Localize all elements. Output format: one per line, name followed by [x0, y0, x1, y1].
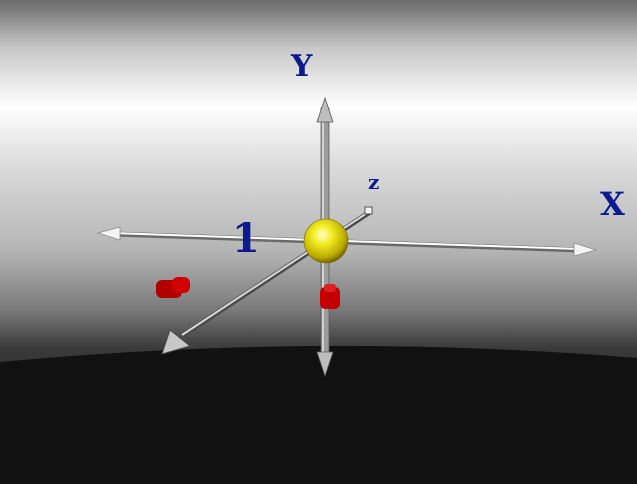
- y-axis-arrow-down: [316, 351, 334, 378]
- annotation-label: 1: [232, 215, 260, 262]
- z-axis-label: z: [368, 170, 379, 194]
- origin-sphere[interactable]: [303, 218, 349, 264]
- z-axis-end-cap: [364, 206, 373, 215]
- red-marker-center[interactable]: [320, 284, 340, 309]
- y-axis-arrow-up: [316, 96, 334, 123]
- ground-plane: [0, 345, 637, 484]
- x-axis-label: X: [600, 185, 625, 223]
- y-axis-label: Y: [290, 49, 313, 84]
- x-axis-arrow-right: [573, 242, 598, 257]
- z-axis-arrow-front: [161, 329, 192, 355]
- x-axis-arrow-left: [96, 226, 121, 241]
- red-marker-left[interactable]: [156, 277, 190, 298]
